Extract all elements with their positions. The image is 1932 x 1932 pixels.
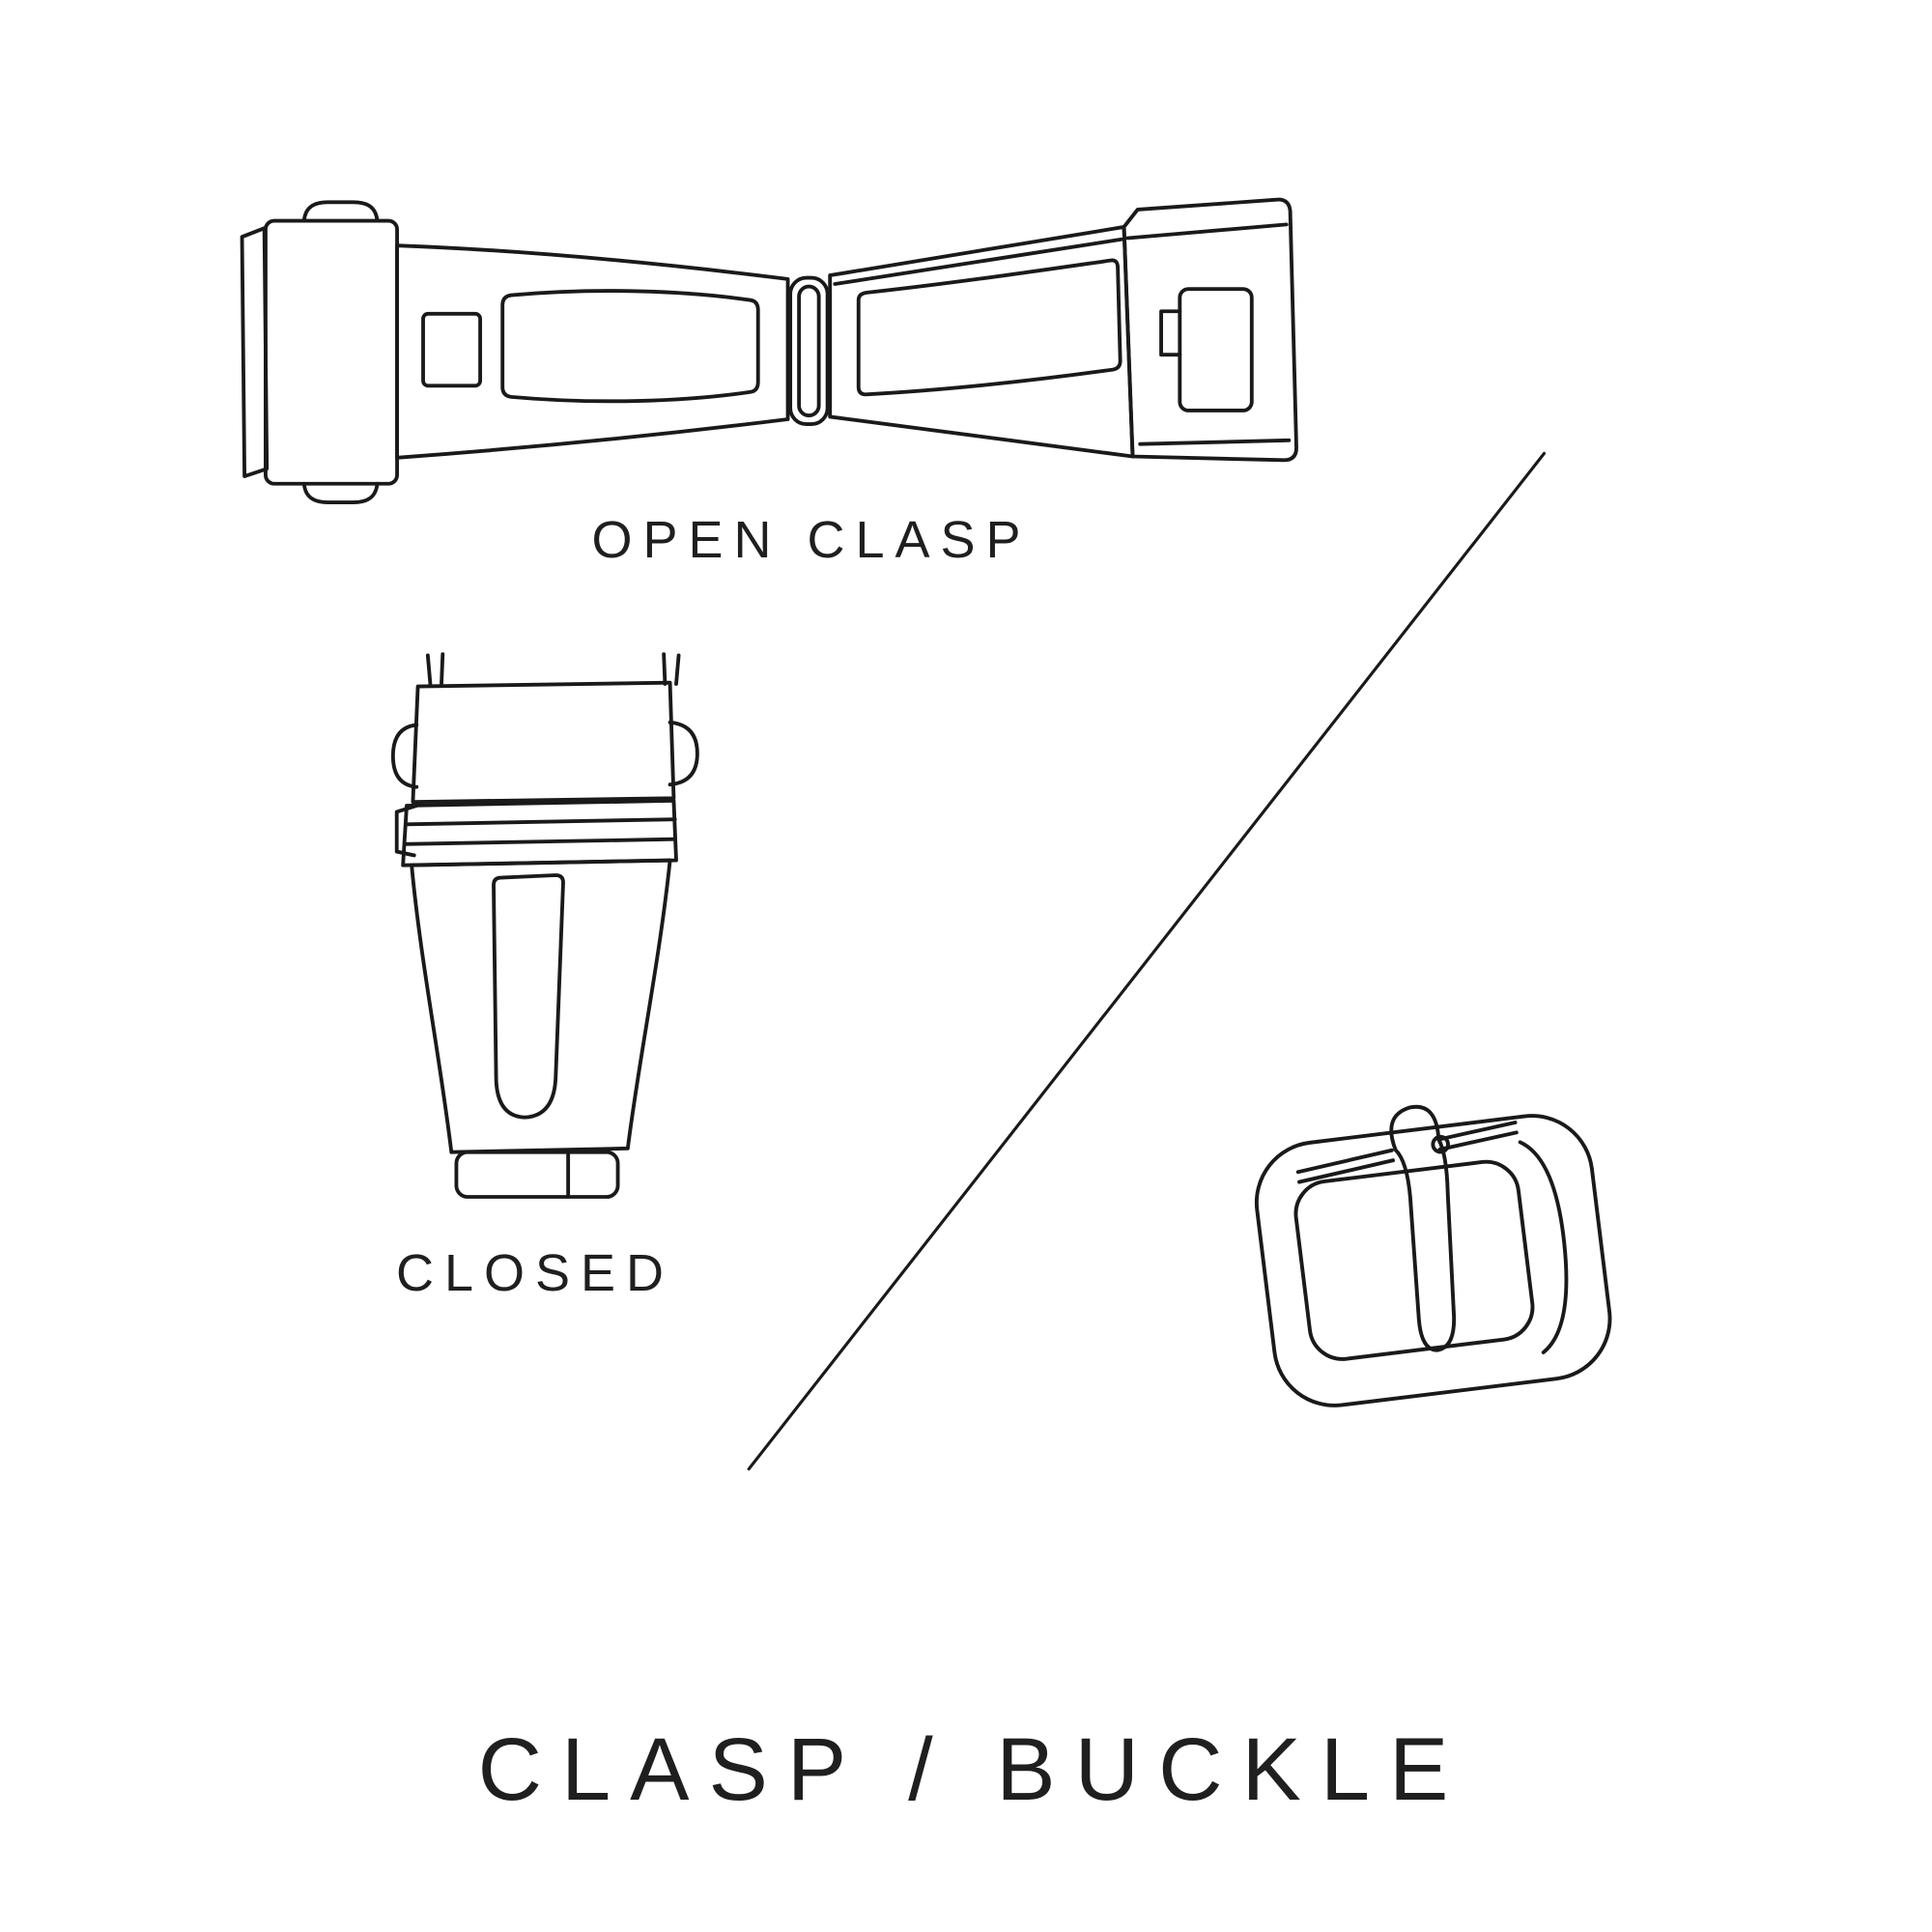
divider-stroke	[747, 451, 1547, 1471]
closed-band-bracket	[394, 804, 419, 858]
buckle-band-accent	[1518, 1140, 1569, 1354]
buckle-tongue	[1389, 1104, 1457, 1352]
buckle-bar-right-top	[1436, 1121, 1518, 1142]
closed-inner-slot	[492, 873, 565, 1120]
closed-side-tab-right	[668, 720, 699, 787]
clasp-end-cutout	[1178, 287, 1254, 412]
open-clasp-illustration	[240, 197, 1298, 504]
closed-prong-right	[662, 652, 668, 686]
buckle-bar-left-top	[1295, 1148, 1394, 1175]
open-clasp-label: OPEN CLASP	[591, 511, 1032, 569]
clasp-bottom-tab	[301, 481, 380, 504]
closed-band-line-2	[403, 837, 677, 846]
buckle-bar-right-bottom	[1437, 1130, 1519, 1151]
buckle-frame-inner	[1293, 1159, 1535, 1361]
closed-band	[401, 798, 678, 867]
closed-band-line-1	[405, 817, 677, 827]
clasp-end-bottom-line	[1138, 438, 1292, 446]
clasp-left-block	[264, 218, 399, 486]
clasp-end-piece	[1122, 197, 1298, 463]
clasp-hinge	[788, 275, 830, 427]
buckle-frame-outer	[1254, 1114, 1612, 1407]
clasp-right-slot	[856, 258, 1122, 397]
closed-body	[410, 858, 672, 1154]
clasp-left-slot	[500, 289, 760, 404]
closed-side-tab-left	[390, 723, 419, 789]
clasp-left-strip	[240, 226, 270, 478]
clasp-catch-hook	[1159, 309, 1182, 357]
clasp-left-arm	[395, 243, 790, 460]
closed-top-block	[411, 680, 676, 805]
diagonal-divider-line	[747, 451, 1547, 1471]
buckle-illustration	[1254, 1104, 1612, 1407]
clasp-latch-notch	[421, 311, 483, 388]
clasp-end-top-line	[1125, 222, 1289, 241]
closed-prong-left-2	[440, 652, 445, 686]
clasp-hinge-pin	[797, 284, 821, 418]
closed-clasp-illustration	[390, 652, 699, 1199]
closed-prong-left	[425, 653, 433, 686]
closed-bottom-cap	[454, 1150, 620, 1199]
closed-prong-right-2	[674, 653, 681, 686]
buckle-bar-left-bottom	[1297, 1158, 1395, 1184]
clasp-right-arm-flange	[833, 237, 1123, 286]
page-title: CLASP / BUCKLE	[477, 1720, 1468, 1819]
closed-clasp-label: CLOSED	[395, 1244, 675, 1302]
clasp-top-tab	[301, 200, 380, 223]
